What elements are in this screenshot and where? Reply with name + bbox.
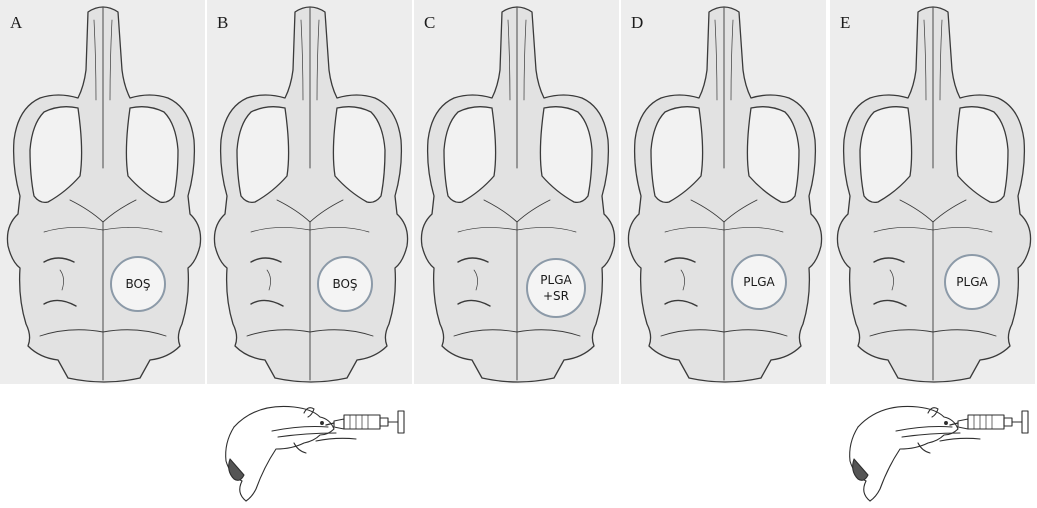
rat-skull-dorsal-icon bbox=[830, 0, 1035, 384]
rat-skull-dorsal-icon bbox=[414, 0, 619, 384]
panel-letter: A bbox=[10, 13, 22, 33]
implant-site: PLGA bbox=[944, 254, 1000, 310]
implant-site: BOŞ bbox=[317, 256, 373, 312]
panel-a: A BOŞ bbox=[0, 0, 205, 384]
panel-d: D PLGA bbox=[621, 0, 826, 384]
rat-injection-icon bbox=[840, 393, 1034, 503]
panel-e: E PLGA bbox=[830, 0, 1035, 384]
implant-label: PLGA bbox=[956, 274, 987, 290]
implant-site: PLGA +SR bbox=[526, 258, 586, 318]
rat-injection-icon bbox=[216, 393, 410, 503]
rat-skull-dorsal-icon bbox=[0, 0, 205, 384]
implant-label: PLGA +SR bbox=[540, 272, 571, 304]
rat-skull-dorsal-icon bbox=[207, 0, 412, 384]
implant-site: BOŞ bbox=[110, 256, 166, 312]
panel-letter: D bbox=[631, 13, 643, 33]
panel-b: B BOŞ bbox=[207, 0, 412, 384]
panel-letter: C bbox=[424, 13, 435, 33]
rat-skull-dorsal-icon bbox=[621, 0, 826, 384]
implant-label: BOŞ bbox=[125, 276, 150, 292]
panel-letter: E bbox=[840, 13, 850, 33]
panel-letter: B bbox=[217, 13, 228, 33]
implant-site: PLGA bbox=[731, 254, 787, 310]
implant-label: PLGA bbox=[743, 274, 774, 290]
implant-label: BOŞ bbox=[332, 276, 357, 292]
panel-c: C PLGA +SR bbox=[414, 0, 619, 384]
